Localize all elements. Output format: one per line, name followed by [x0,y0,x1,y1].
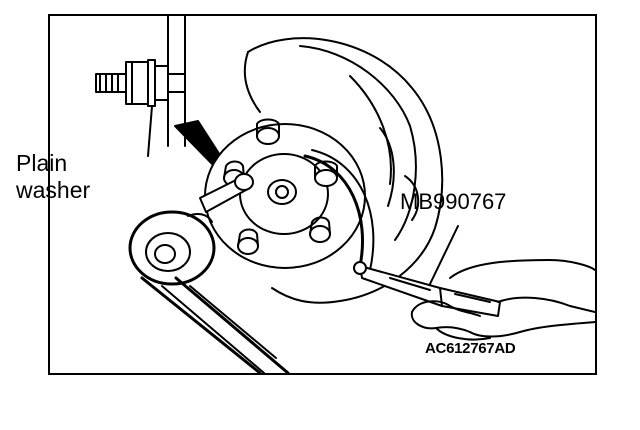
figure-code: AC612767AD [425,340,516,357]
socket-wrench [128,173,290,373]
wheel-stud [237,228,259,255]
plain-washer-label-line1: Plain [16,150,68,176]
plain-washer-label: Plain washer [16,150,90,204]
wheel-stud [309,216,331,243]
bolt-with-washer [95,59,186,107]
wheel-studs [223,118,338,255]
tool-leader [429,225,459,285]
illustration-frame [48,14,597,375]
wheel-stud [314,160,338,187]
hub-removal-illustration [95,16,595,373]
special-tool-label: MB990767 [400,189,507,214]
plain-washer-label-line2: washer [16,177,91,203]
hand [410,259,595,341]
dust-shield [243,37,444,304]
washer-leader [147,105,153,157]
wheel-stud [256,118,280,145]
special-tool-holder [303,149,501,317]
